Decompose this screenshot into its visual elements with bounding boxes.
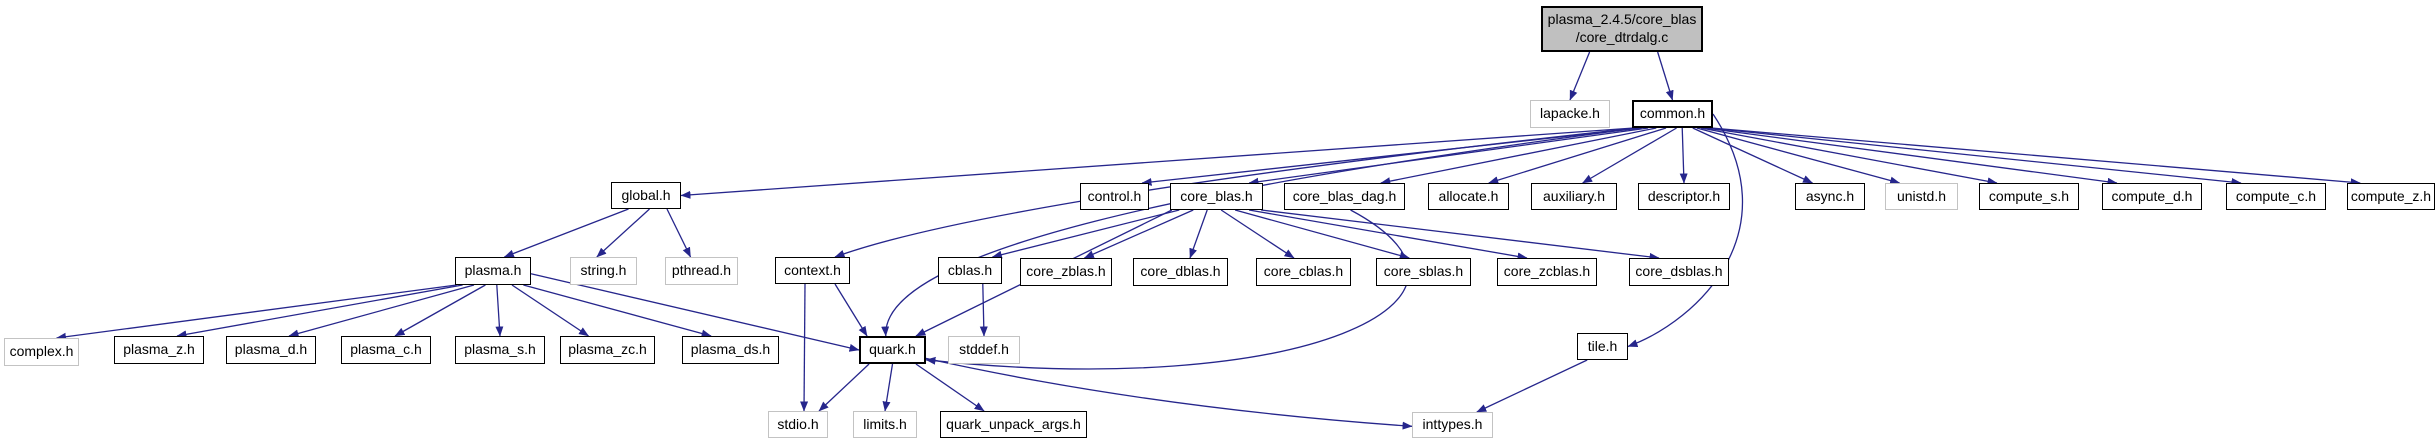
node-plasma[interactable]: plasma.h [455,257,531,285]
node-core_zcblas[interactable]: core_zcblas.h [1497,258,1597,286]
edge-common-to-compute_d [1704,127,2118,186]
node-plasma_d[interactable]: plasma_d.h [226,336,316,364]
edge-core_blas_dag-to-quark [925,209,1410,370]
node-compute_d[interactable]: compute_d.h [2102,183,2202,210]
edge-global-to-pthread [666,208,692,258]
node-auxiliary[interactable]: auxiliary.h [1531,183,1617,210]
edge-global-to-string [596,208,650,258]
node-compute_z[interactable]: compute_z.h [2347,183,2435,210]
node-complex: complex.h [4,338,79,366]
node-limits: limits.h [853,411,917,438]
edge-common-to-async [1692,127,1813,184]
edge-quark-to-quark_unpack [915,363,985,412]
node-pthread: pthread.h [665,257,738,285]
node-core_sblas[interactable]: core_sblas.h [1376,258,1471,286]
node-root-root: plasma_2.4.5/core_blas /core_dtrdalg.c [1541,6,1703,52]
node-control[interactable]: control.h [1080,183,1149,210]
edge-plasma-to-plasma_zc [511,284,589,337]
node-plasma_z[interactable]: plasma_z.h [114,336,204,364]
edge-root-to-common [1657,51,1674,101]
edge-core_blas-to-cblas [991,209,1180,259]
edge-cblas-to-stddef [979,283,988,337]
edge-global-to-plasma [503,208,629,258]
node-core_zblas[interactable]: core_zblas.h [1020,258,1112,286]
edge-common-to-allocate [1488,127,1667,185]
node-string: string.h [570,257,637,285]
edge-common-to-core_blas [1248,127,1649,186]
edge-plasma-to-plasma_d [288,284,475,338]
edge-common-to-auxiliary [1582,127,1677,184]
edge-root-to-lapacke [1569,51,1591,101]
edge-context-to-quark [834,283,868,337]
node-plasma_s[interactable]: plasma_s.h [455,336,545,364]
edge-common-to-descriptor [1679,127,1688,184]
edge-core_blas-to-core_cblas [1220,209,1295,259]
node-stddef: stddef.h [948,336,1020,364]
edge-context-to-stdio [800,283,809,412]
edge-plasma-to-plasma_z [176,284,463,339]
edge-common-to-compute_c [1708,127,2242,187]
edge-plasma-to-plasma_ds [523,284,712,338]
edge-common-to-unistd [1696,127,1901,185]
node-lapacke: lapacke.h [1530,100,1610,128]
edge-quark-to-limits [882,363,894,412]
node-quark_unpack[interactable]: quark_unpack_args.h [940,411,1087,438]
node-cblas[interactable]: cblas.h [938,257,1002,284]
node-core_dsblas[interactable]: core_dsblas.h [1629,258,1729,286]
node-global[interactable]: global.h [611,182,681,209]
node-async[interactable]: async.h [1795,183,1865,210]
edge-core_blas-to-core_zblas [1083,209,1194,259]
node-unistd: unistd.h [1885,183,1958,210]
edge-common-to-compute_z [1711,127,2361,187]
edge-core_blas-to-core_sblas [1234,209,1410,260]
edge-common-to-quark [881,127,1639,337]
edge-common-to-compute_s [1700,127,1998,186]
edge-common-to-control [1141,127,1642,186]
edge-core_blas-to-core_dsblas [1261,209,1660,261]
node-core_cblas[interactable]: core_cblas.h [1256,258,1351,286]
edge-plasma-to-plasma_s [495,284,504,337]
edge-plasma-to-plasma_c [394,284,486,337]
node-plasma_zc[interactable]: plasma_zc.h [560,336,655,364]
node-context[interactable]: context.h [775,257,850,284]
node-core_blas_dag[interactable]: core_blas_dag.h [1284,183,1405,210]
node-common[interactable]: common.h [1632,100,1713,128]
edge-common-to-core_blas_dag [1380,127,1657,186]
node-tile[interactable]: tile.h [1577,333,1628,360]
node-plasma_c[interactable]: plasma_c.h [341,336,431,364]
edge-common-to-tile [1627,113,1744,348]
edge-core_blas-to-core_dblas [1189,209,1208,259]
edge-common-to-global [680,127,1634,199]
node-stdio: stdio.h [768,411,828,438]
edge-quark-to-inttypes [925,357,1413,430]
node-plasma_ds[interactable]: plasma_ds.h [682,336,779,364]
node-core_dblas[interactable]: core_dblas.h [1133,258,1228,286]
node-core_blas[interactable]: core_blas.h [1170,183,1263,210]
node-compute_c[interactable]: compute_c.h [2226,183,2326,210]
node-descriptor[interactable]: descriptor.h [1638,183,1730,210]
edge-core_blas-to-core_zcblas [1248,209,1528,261]
node-inttypes: inttypes.h [1412,412,1493,438]
node-compute_s[interactable]: compute_s.h [1979,183,2079,210]
edge-tile-to-inttypes [1476,359,1588,413]
node-quark[interactable]: quark.h [859,336,926,364]
edge-plasma-to-complex [56,284,457,341]
edge-quark-to-stdio [818,363,870,412]
node-allocate[interactable]: allocate.h [1428,183,1509,210]
